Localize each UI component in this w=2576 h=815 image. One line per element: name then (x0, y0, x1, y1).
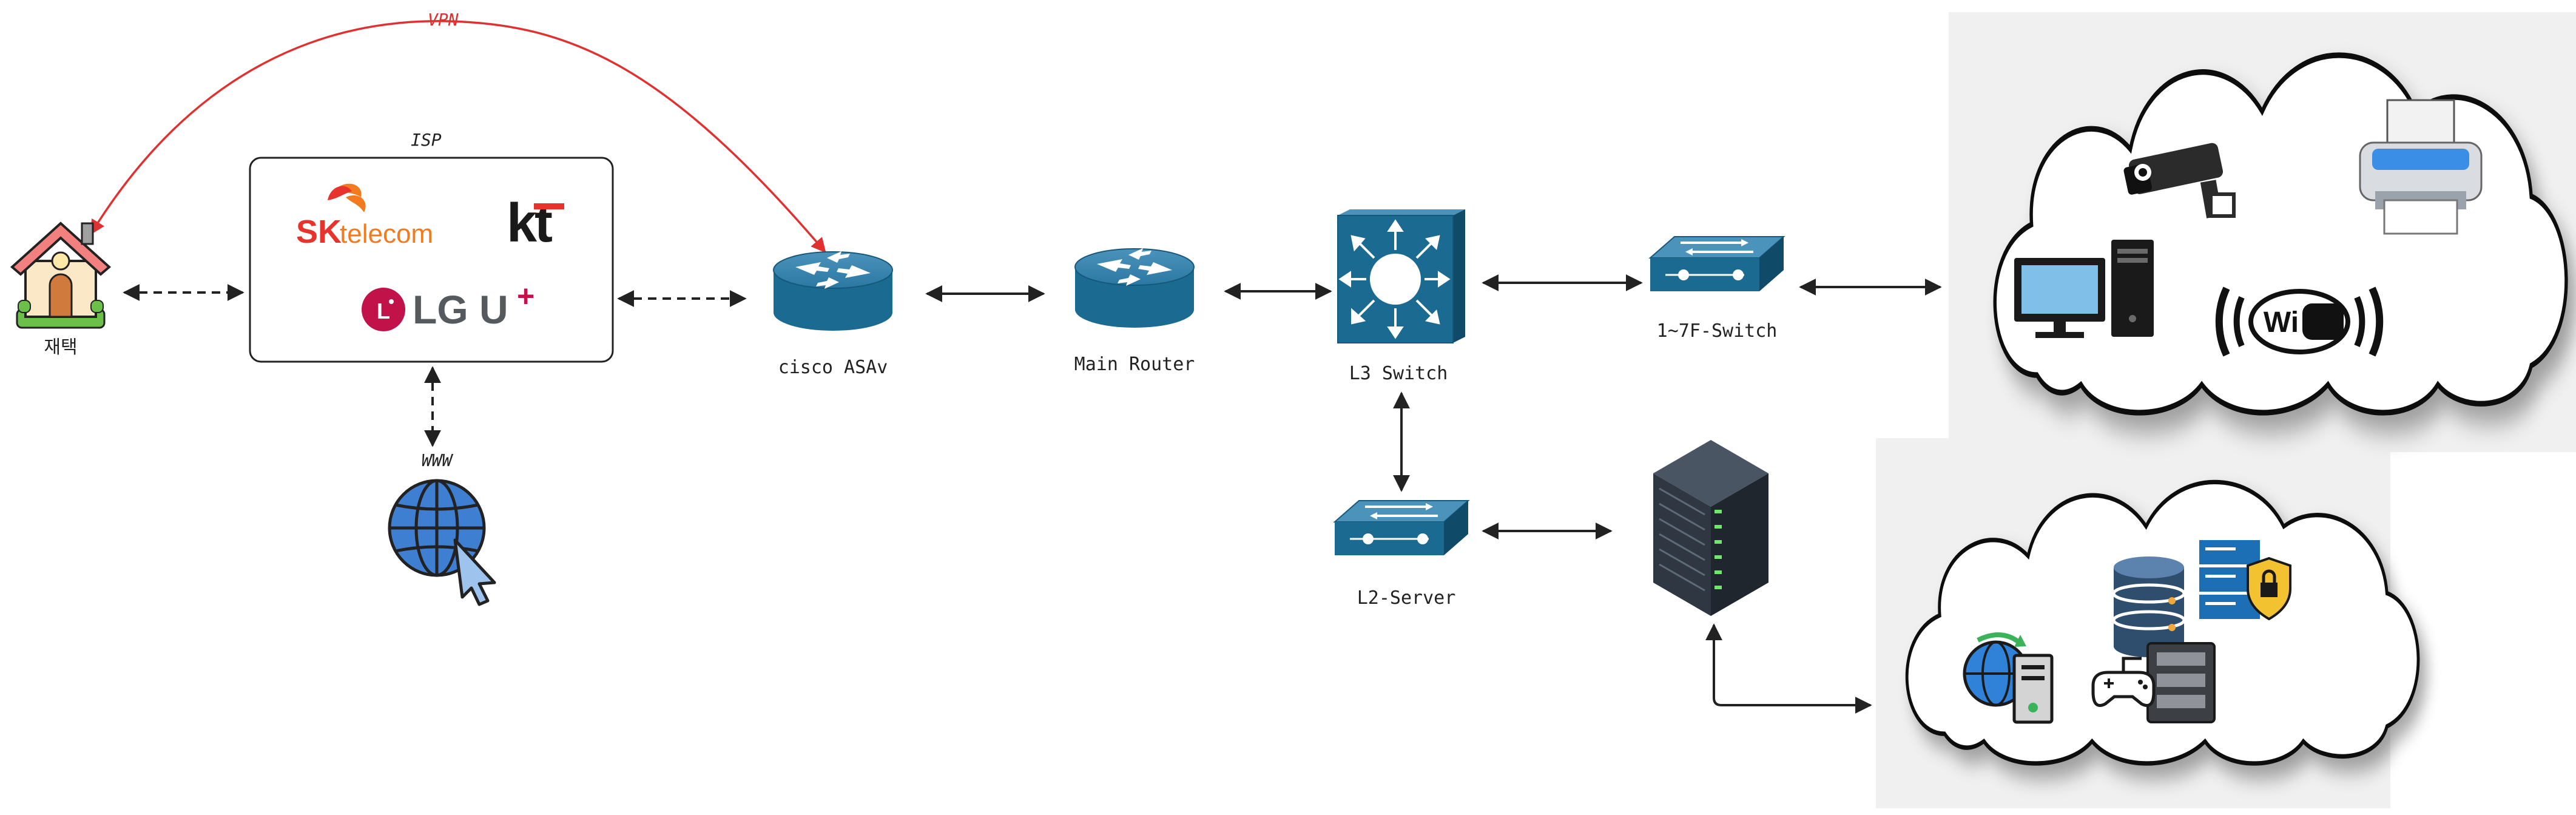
home-icon (10, 222, 112, 329)
printer-icon (2359, 99, 2483, 235)
wifi-icon: Wi Fi (2215, 286, 2384, 357)
l3-switch-label: L3 Switch (1349, 363, 1448, 384)
isp-box (249, 157, 614, 363)
vpn-link (90, 20, 826, 253)
cisco-asav-router-icon (773, 251, 893, 331)
kt-text: kt (507, 193, 552, 254)
skt-logo: SK telecom (296, 183, 433, 250)
floor-switch-icon (1649, 235, 1785, 293)
www-label: WWW (422, 450, 454, 470)
server-rack-icon (1653, 440, 1768, 616)
web-server-icon (1963, 632, 2054, 724)
skt-sk-text: SK (296, 214, 342, 250)
home-label: 재택 (44, 337, 77, 358)
skt-telecom-text: telecom (340, 219, 433, 249)
l3-switch-icon (1337, 209, 1465, 343)
cctv-camera-icon (2123, 143, 2236, 218)
kt-logo: kt (507, 193, 564, 254)
svg-text:L: L (377, 299, 390, 323)
vpn-label: VPN (428, 10, 459, 30)
lgu-text: LG U (413, 287, 508, 332)
lgu-logo: L LG U + (362, 279, 534, 332)
wifi-text: Wi Fi (2264, 306, 2333, 339)
l2-server-label: L2-Server (1357, 587, 1456, 609)
database-icon (2112, 556, 2186, 657)
secure-server-icon (2199, 540, 2291, 621)
game-server-icon (2091, 642, 2216, 723)
cisco-asav-label: cisco ASAv (778, 357, 888, 378)
l2-server-switch-icon (1334, 499, 1469, 556)
globe-icon (388, 479, 496, 606)
link-server-cloud (1705, 623, 1872, 714)
lgu-plus: + (517, 279, 534, 313)
main-router-icon (1074, 248, 1195, 328)
desktop-computer-icon (2014, 240, 2154, 338)
floor-switch-label: 1~7F-Switch (1657, 320, 1778, 342)
isp-label: ISP (411, 130, 442, 150)
main-router-label: Main Router (1074, 354, 1195, 375)
